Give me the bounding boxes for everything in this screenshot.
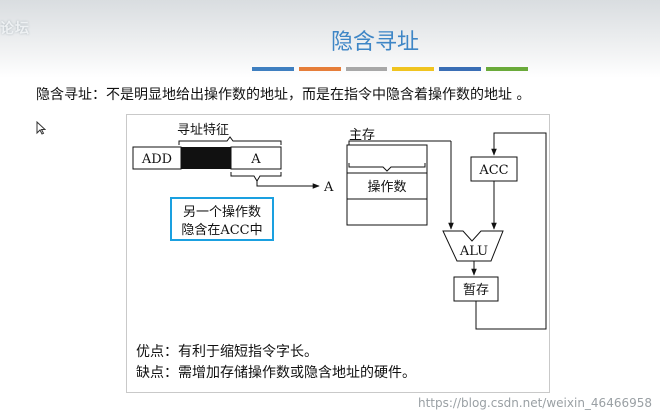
forum-logo: 论坛 <box>0 21 30 37</box>
disadvantage-text: 缺点：需增加存储操作数或隐含地址的硬件。 <box>136 365 416 381</box>
note-line-2: 隐含在ACC中 <box>181 222 262 238</box>
memory-brace <box>348 163 426 172</box>
pros-cons: 优点：有利于缩短指令字长。 缺点：需增加存储操作数或隐含地址的硬件。 <box>136 342 416 384</box>
stripe-gray <box>345 67 388 71</box>
memory-top-wire <box>348 140 451 145</box>
acc-text: ACC <box>478 163 508 178</box>
stripe-green <box>486 67 528 71</box>
note-line-1: 另一个操作数 <box>183 204 261 220</box>
watermark-url: https://blog.csdn.net/weixin_46466958 <box>417 396 652 410</box>
temp-register <box>453 276 499 302</box>
implicit-addressing-diagram: 寻址特征 ADD A A 另一个操作数 隐含在ACC中 主存 操作数 ACC A… <box>132 123 547 330</box>
definition-text: 隐含寻址：不是明显地给出操作数的地址，而是在指令中隐含着操作数的地址 。 <box>36 87 531 103</box>
addressing-feature-field <box>181 147 231 169</box>
temp-to-acc-feedback <box>475 132 547 330</box>
diagram-panel: 寻址特征 ADD A A 另一个操作数 隐含在ACC中 主存 操作数 ACC A… <box>126 114 550 393</box>
stripe-darkblue <box>439 67 482 71</box>
implicit-operand-note <box>170 197 274 241</box>
mouse-pointer-icon <box>36 121 46 135</box>
stripe-blue <box>252 67 294 71</box>
address-field <box>230 146 282 170</box>
address-target-text: A <box>323 180 334 195</box>
addressing-feature-label: 寻址特征 <box>177 123 229 138</box>
header-bar <box>0 0 660 78</box>
main-memory-label: 主存 <box>349 128 375 143</box>
slide-title: 隐含寻址 <box>330 30 419 55</box>
advantage-text: 优点：有利于缩短指令字长。 <box>136 344 318 360</box>
main-memory-block <box>346 144 428 226</box>
address-arrow <box>256 181 320 189</box>
stripe-orange <box>298 67 341 71</box>
memory-operand-cell: 操作数 <box>367 179 406 195</box>
stripe-yellow <box>392 67 435 71</box>
address-brace <box>230 172 282 182</box>
feature-brace <box>178 136 282 145</box>
title-underline-stripes <box>252 67 528 71</box>
address-field-text: A <box>250 152 261 167</box>
alu-unit <box>442 230 504 262</box>
alu-text: ALU <box>459 244 488 259</box>
temp-text: 暂存 <box>463 283 489 298</box>
opcode-text: ADD <box>141 152 172 167</box>
